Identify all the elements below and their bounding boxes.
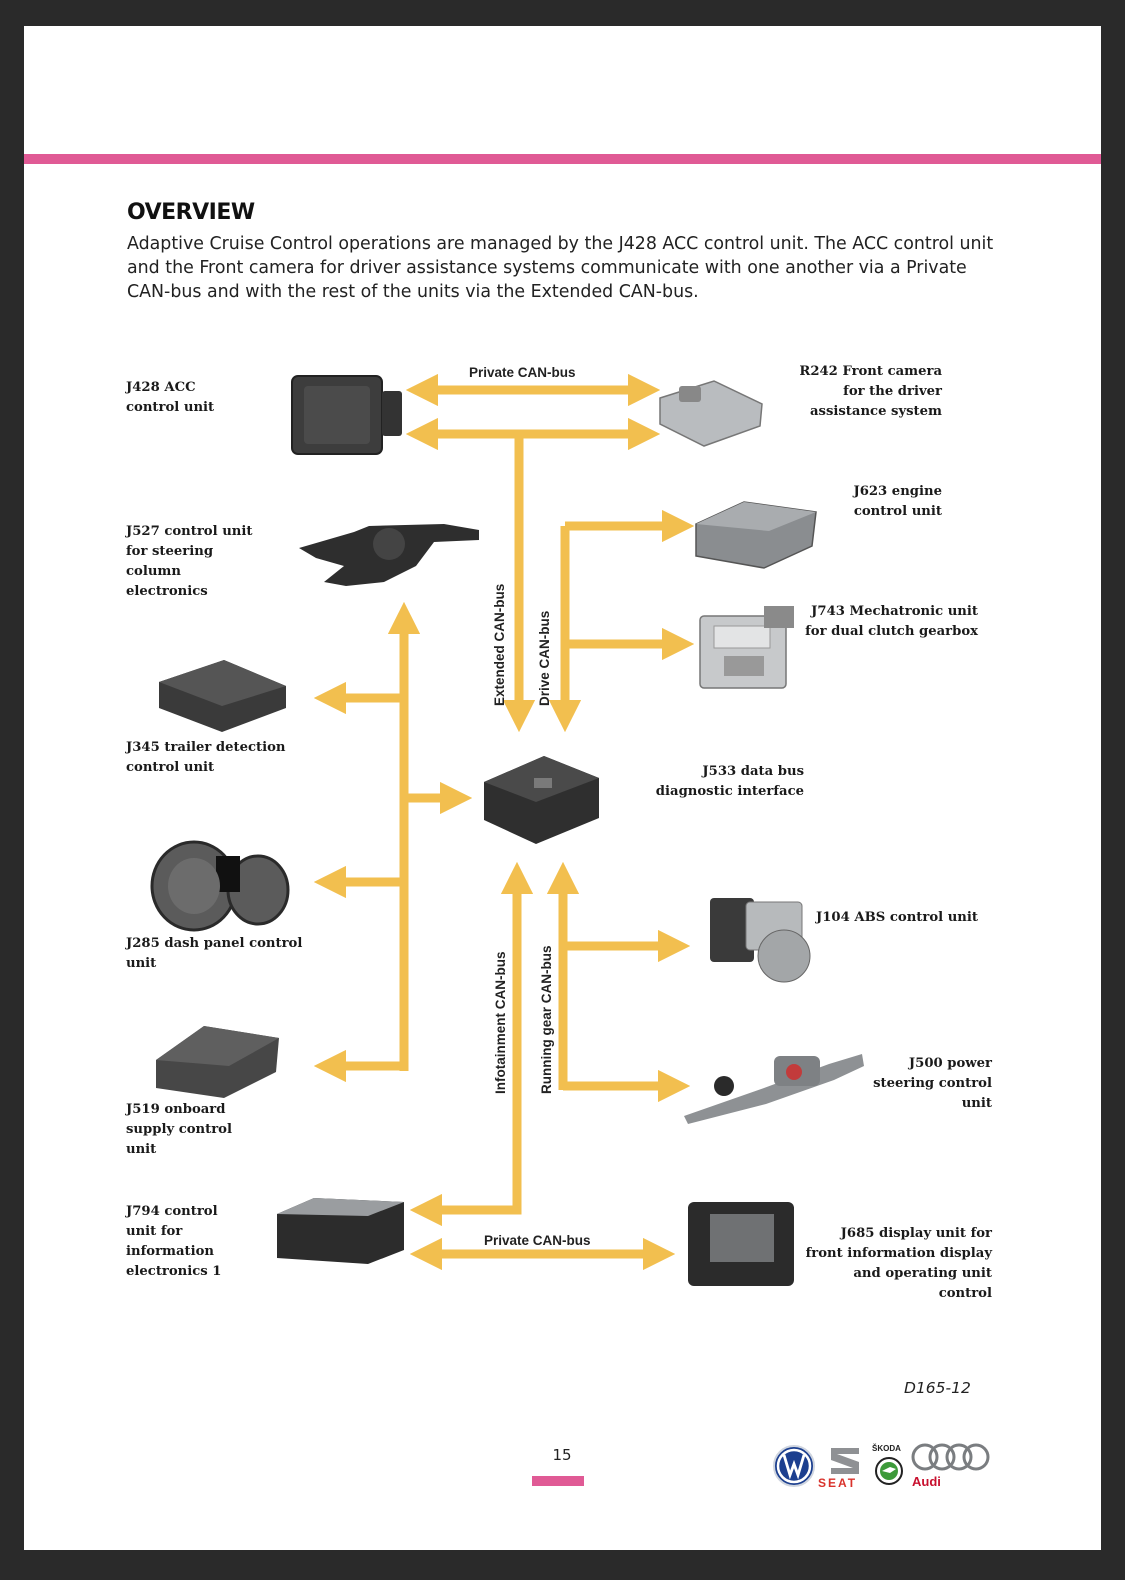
- skoda-logo: [875, 1457, 903, 1485]
- label-j345: J345 trailer detection control unit: [126, 740, 286, 775]
- label-j104: J104 ABS control unit: [816, 910, 978, 925]
- drive-can-bus-label: Drive CAN-bus: [537, 611, 552, 706]
- label-j428: J428 ACC control unit: [126, 380, 215, 415]
- seat-wordmark: SEAT: [818, 1476, 858, 1490]
- seat-logo: [831, 1448, 859, 1474]
- label-j743: J743 Mechatronic unit for dual clutch ge…: [805, 604, 978, 639]
- j794-info-electronics-picture: [277, 1198, 404, 1264]
- label-j527: J527 control unit for steering column el…: [126, 524, 253, 599]
- infotainment-can-bus-label: Infotainment CAN-bus: [493, 952, 508, 1095]
- private-can-bus-top-label: Private CAN-bus: [469, 365, 576, 380]
- j104-abs-unit-picture: [710, 898, 811, 983]
- audi-rings-logo: [911, 1443, 990, 1471]
- label-j623: J623 engine control unit: [853, 484, 942, 519]
- label-j533: J533 data bus diagnostic interface: [655, 764, 804, 799]
- label-j285: J285 dash panel control unit: [126, 936, 303, 971]
- label-j500: J500 power steering control unit: [873, 1056, 992, 1111]
- label-r242: R242 Front camera for the driver assista…: [799, 364, 942, 419]
- private-can-bus-bottom-label: Private CAN-bus: [484, 1233, 591, 1248]
- label-j519: J519 onboard supply control unit: [126, 1102, 232, 1157]
- j519-onboard-supply-picture: [156, 1026, 279, 1098]
- j345-trailer-unit-picture: [159, 660, 286, 732]
- header-accent-bar: [24, 154, 1101, 164]
- document-reference: D165-12: [904, 1379, 971, 1397]
- j500-power-steering-picture: [684, 1054, 864, 1124]
- j623-engine-unit-picture: [695, 501, 817, 569]
- j285-dash-panel-picture: [150, 840, 290, 932]
- j428-acc-unit-picture: [291, 375, 402, 455]
- label-j685: J685 display unit for front information …: [805, 1226, 992, 1301]
- extended-can-bus-label: Extended CAN-bus: [492, 584, 507, 706]
- intro-paragraph: Adaptive Cruise Control operations are m…: [127, 234, 994, 302]
- label-j794: J794 control unit for information electr…: [126, 1204, 222, 1279]
- r242-front-camera-picture: [659, 380, 763, 447]
- j685-display-unit-picture: [688, 1202, 794, 1286]
- page-title: OVERVIEW: [127, 200, 255, 225]
- can-bus-diagram: Private CAN-bus Extended CAN-bus Drive C…: [150, 365, 864, 1286]
- page-number: 15: [552, 1446, 572, 1464]
- audi-wordmark: Audi: [912, 1474, 941, 1489]
- j527-steering-column-picture: [299, 524, 479, 586]
- vw-logo: [773, 1445, 815, 1487]
- running-gear-can-bus-label: Running gear CAN-bus: [539, 946, 554, 1095]
- j743-mechatronic-picture: [699, 606, 794, 689]
- skoda-wordmark: ŠKODA: [872, 1444, 901, 1453]
- j533-gateway-picture: [484, 756, 599, 844]
- page-number-accent-bar: [532, 1476, 584, 1486]
- manual-page: OVERVIEW Adaptive Cruise Control operati…: [24, 26, 1101, 1550]
